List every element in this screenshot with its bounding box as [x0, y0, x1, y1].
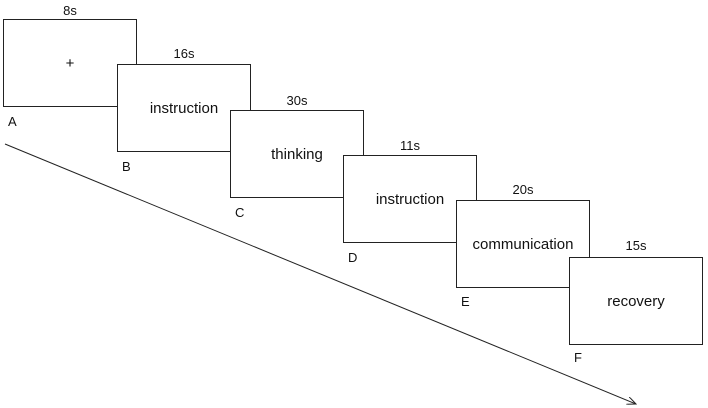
stage-c-label: C	[235, 205, 245, 220]
stage-c-duration: 30s	[286, 93, 308, 108]
stage-b-duration: 16s	[173, 46, 195, 61]
stage-d-duration: 11s	[400, 138, 420, 153]
stage-b-label: B	[122, 159, 131, 174]
stage-d-label: D	[348, 250, 358, 265]
stage-f-screen: recovery	[569, 257, 703, 345]
fixation-cross: +	[65, 54, 75, 72]
time-arrow-line	[4, 143, 636, 404]
stage-a-label: A	[8, 114, 17, 129]
stage-f-duration: 15s	[625, 238, 647, 253]
stage-a-duration: 8s	[63, 3, 77, 18]
stage-c-screen: thinking	[230, 110, 364, 198]
stage-f-content: recovery	[607, 292, 665, 310]
stage-d-content: instruction	[375, 190, 445, 208]
stage-e-label: E	[461, 294, 470, 309]
stage-e-content: communication	[472, 235, 574, 253]
stage-d-screen: instruction	[343, 155, 477, 243]
stage-c-content: thinking	[271, 145, 323, 163]
stage-f-label: F	[574, 350, 582, 365]
stage-b-content: instruction	[149, 99, 219, 117]
stage-e-duration: 20s	[512, 182, 534, 197]
stage-e-screen: communication	[456, 200, 590, 288]
stage-a-screen: +	[3, 19, 137, 107]
stage-b-screen: instruction	[117, 64, 251, 152]
